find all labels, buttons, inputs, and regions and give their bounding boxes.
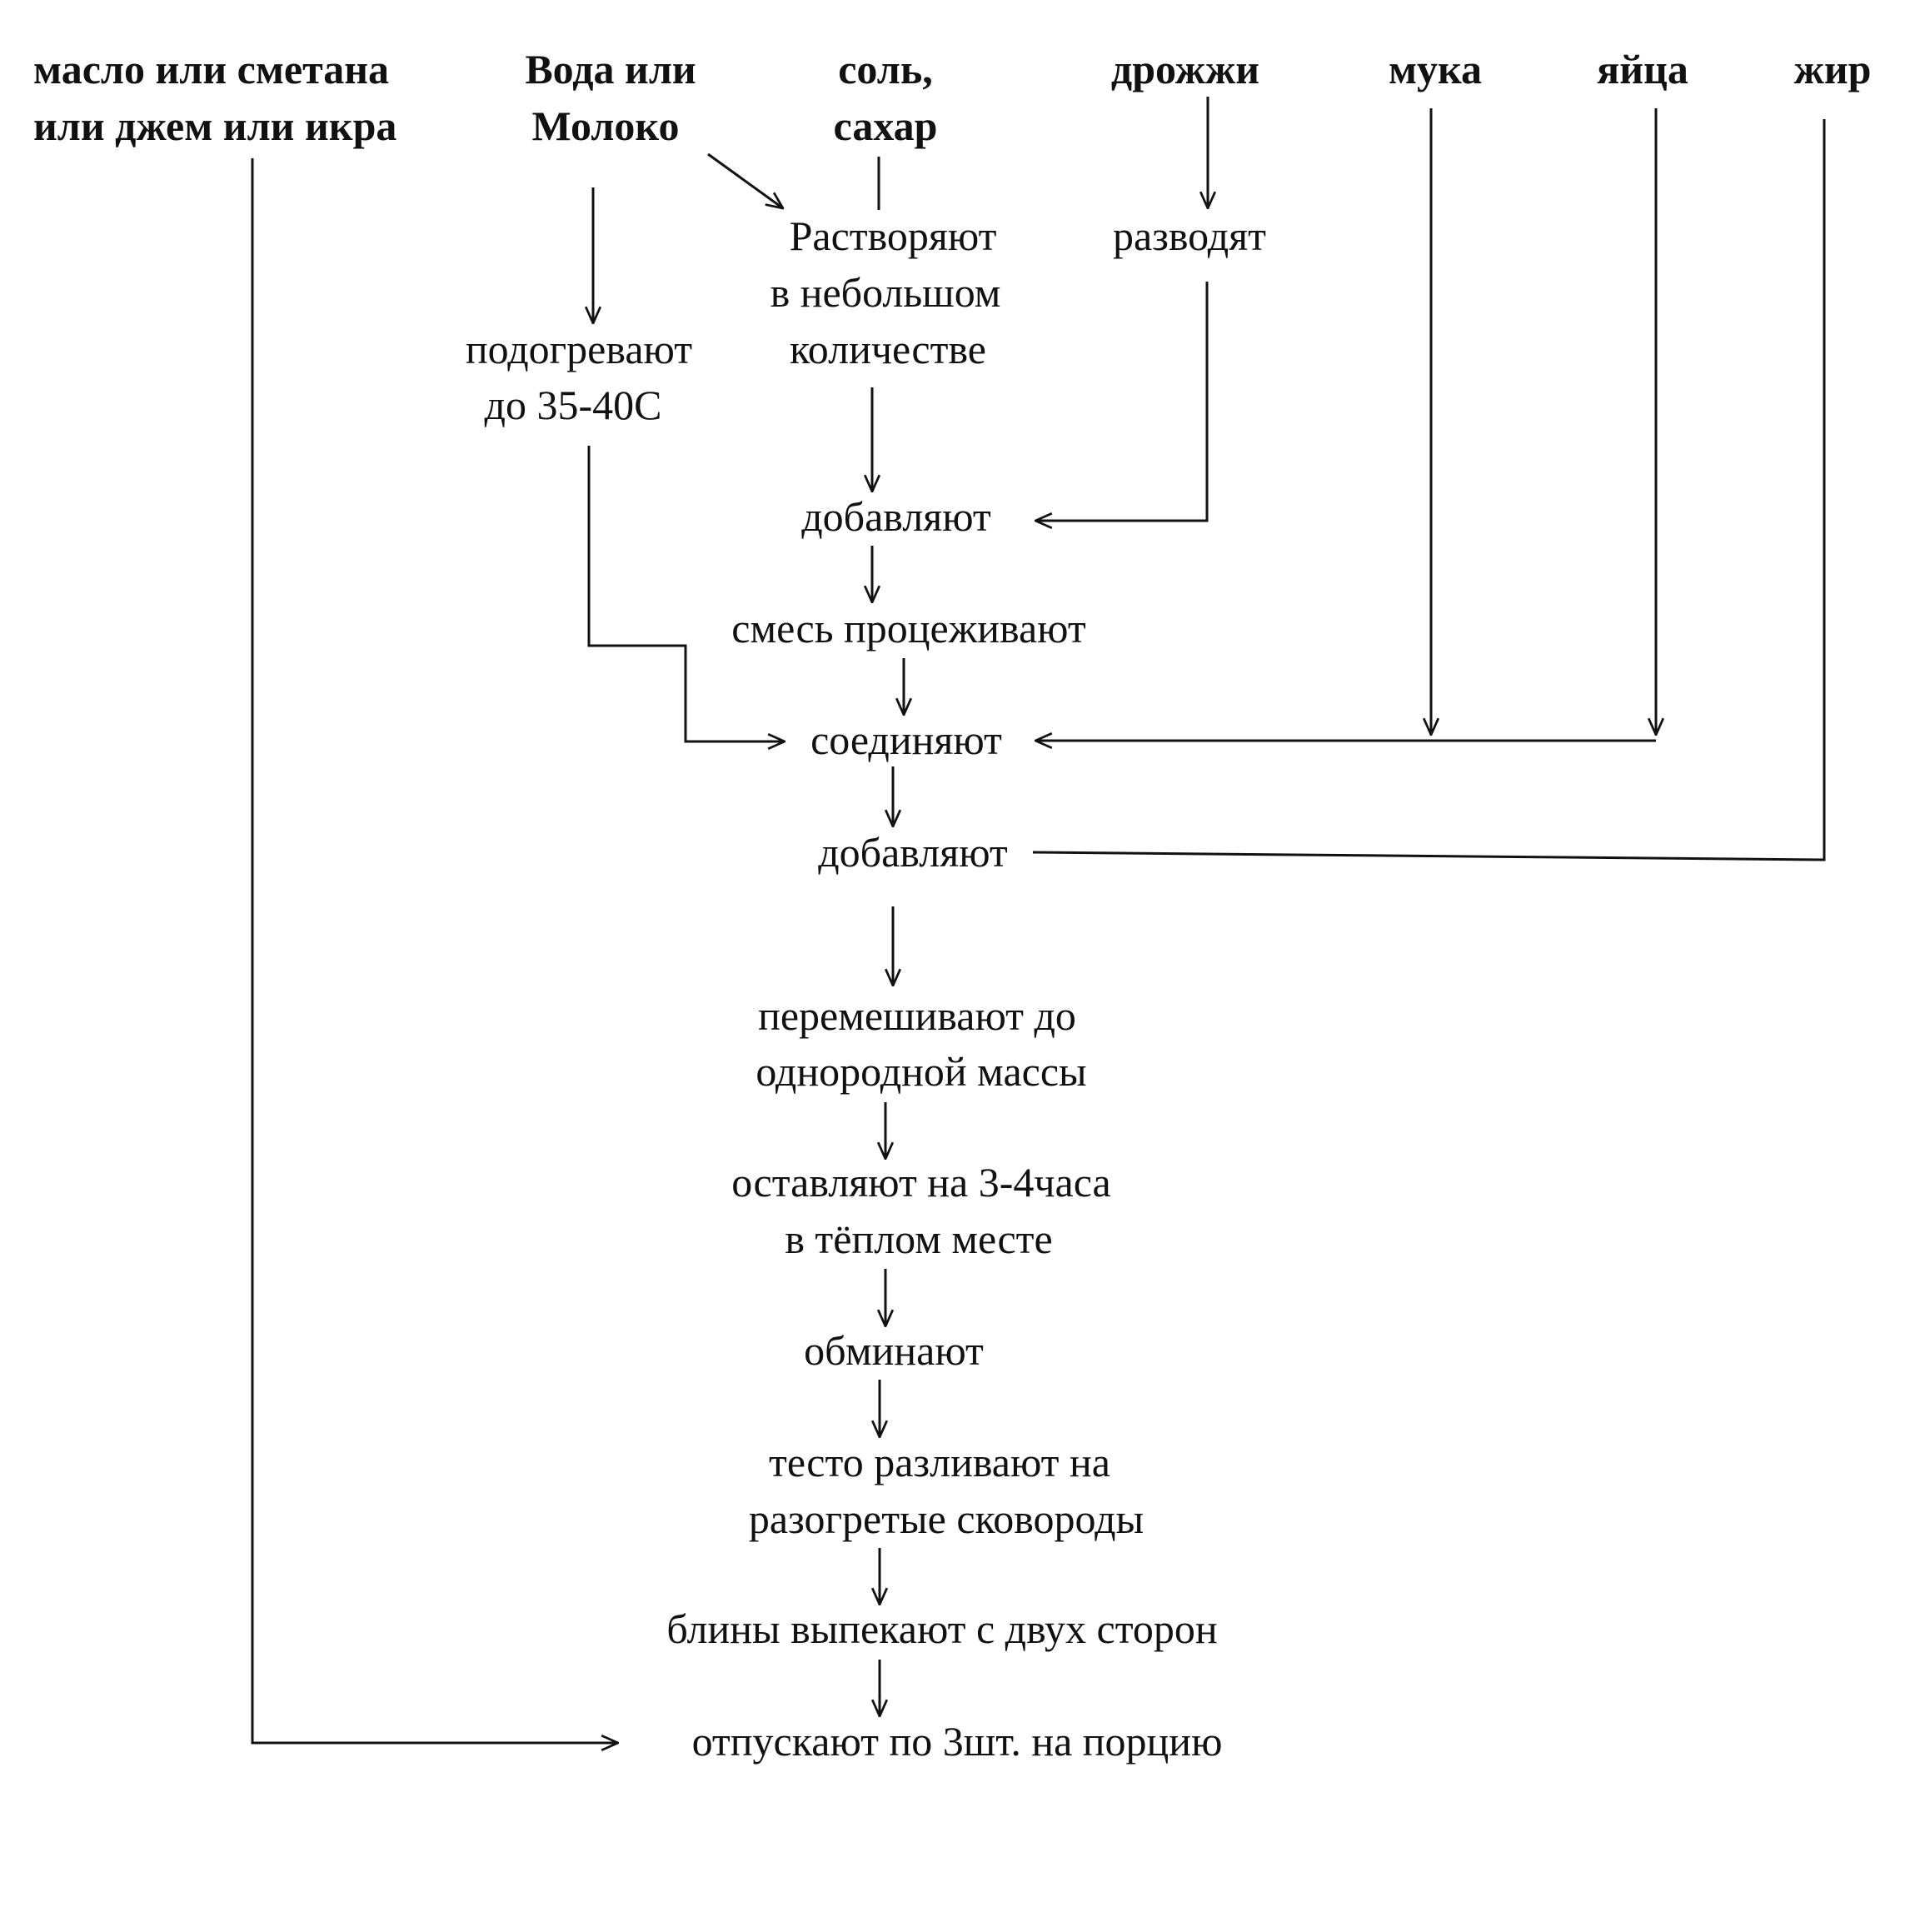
ingredient-liquid-line2: Молоко [531, 102, 679, 149]
step-rest-line2: в тёплом месте [785, 1216, 1052, 1262]
ingredient-topping-line1: масло или сметана [33, 46, 389, 92]
ingredient-yeast: дрожжи [1111, 46, 1259, 92]
ingredient-liquid-line1: Вода или [525, 46, 696, 92]
step-dissolve-line1: Растворяют [790, 212, 997, 259]
step-pour-line2: разогретые сковороды [749, 1495, 1144, 1542]
arrow-liquid-to-dissolve [707, 152, 783, 208]
ingredient-salt-sugar-line2: сахар [834, 102, 938, 149]
step-rest-line1: оставляют на 3-4часа [731, 1159, 1110, 1206]
step-warm-line2: до 35-40С [485, 382, 662, 428]
ingredient-fat: жир [1794, 46, 1872, 92]
arrow-warm-to-combine [587, 446, 785, 741]
step-strain: смесь процеживают [731, 605, 1086, 651]
step-add-2: добавляют [818, 829, 1008, 876]
step-dissolve-line2: в небольшом [770, 269, 1001, 316]
ingredient-topping-line2: или джем или икра [33, 102, 396, 149]
step-warm-line1: подогревают [466, 326, 692, 372]
step-mix-line1: перемешивают до [758, 992, 1076, 1039]
line-fat-to-add [1032, 119, 1826, 861]
step-serve: отпускают по 3шт. на порцию [692, 1718, 1223, 1765]
step-combine: соединяют [810, 716, 1002, 763]
step-bake: блины выпекают с двух сторон [666, 1605, 1217, 1652]
arrow-topping-to-serve [251, 158, 618, 1743]
ingredient-flour: мука [1389, 46, 1482, 92]
step-pour-line1: тесто разливают на [769, 1439, 1110, 1485]
ingredient-eggs: яйца [1597, 46, 1688, 92]
step-dissolve-line3: количестве [790, 326, 986, 372]
step-add-1: добавляют [801, 493, 991, 540]
step-knead: обминают [804, 1327, 984, 1374]
step-dilute: разводят [1113, 212, 1266, 259]
arrow-dilute-to-add [1035, 282, 1209, 521]
step-mix-line2: однородной массы [756, 1048, 1086, 1095]
ingredient-salt-sugar-line1: соль, [838, 46, 933, 92]
